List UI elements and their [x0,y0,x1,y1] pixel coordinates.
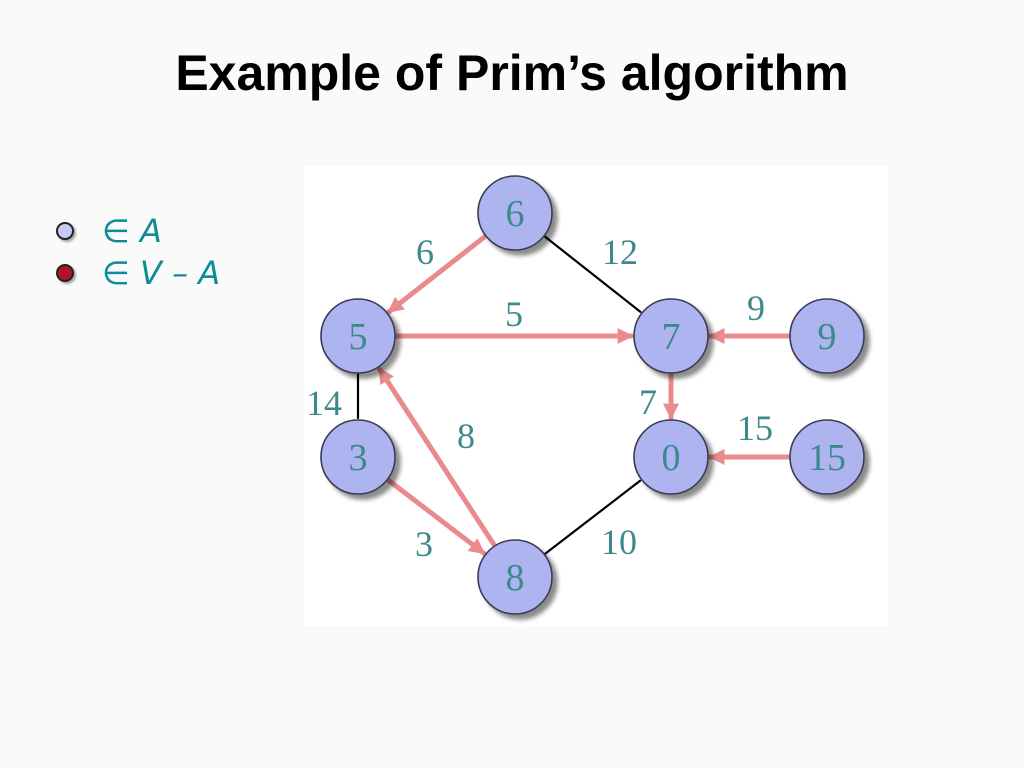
edge-weight-label: 5 [505,294,523,334]
graph-node-15: 15 [789,419,865,495]
edge-weight-label: 10 [601,522,637,562]
graph-node-6: 6 [477,175,553,251]
node-key-label: 5 [349,316,368,358]
legend-item-in-a: ∈ A [56,210,220,252]
edge-weight-label: 3 [415,524,433,564]
graph-panel: 6 12 5 9 14 8 7 15 3 10 6 5 7 9 3 0 15 8 [304,166,888,626]
tree-edge-n3-n8 [383,475,487,556]
node-circle [320,419,396,495]
node-key-label: 0 [662,437,681,479]
node-circle [477,175,553,251]
edge-weight-label: 9 [747,288,765,328]
graph-node-9: 9 [789,298,865,374]
edge-weight-label: 8 [457,416,475,456]
node-circle [633,419,709,495]
node-circle [320,298,396,374]
legend-label-in-a: ∈ A [102,212,162,250]
edge-n6-n7 [541,233,642,313]
node-circle [477,539,553,615]
graph-node-8: 8 [477,539,553,615]
graph-node-0: 0 [633,419,709,495]
edge-weight-label: 15 [737,408,773,448]
light-node-dot-icon [56,222,74,240]
edge-weight-label: 7 [639,382,657,422]
graph-node-7: 7 [633,298,709,374]
node-key-label: 7 [662,316,681,358]
node-circle [789,298,865,374]
tree-edge-n6-n5 [386,232,490,315]
slide-title: Example of Prim’s algorithm [175,45,849,101]
node-key-label: 6 [506,193,525,235]
edge-weight-label: 6 [416,232,434,272]
edge-weight-label: 12 [602,232,638,272]
node-circle [633,298,709,374]
node-circle [789,419,865,495]
tree-edge-n8-n5 [376,366,499,551]
legend-item-in-v-minus-a: ∈ V – A [56,252,220,294]
node-key-label: 15 [808,437,846,479]
node-key-label: 9 [818,316,837,358]
graph-node-3: 3 [320,419,396,495]
graph-diagram: 6 12 5 9 14 8 7 15 3 10 6 5 7 9 3 0 15 8 [306,175,865,615]
edge-n8-n0 [541,479,642,557]
legend-label-in-v-minus-a: ∈ V – A [102,254,221,292]
graph-node-5: 5 [320,298,396,374]
legend: ∈ A ∈ V – A [56,210,220,294]
node-key-label: 8 [506,557,525,599]
edge-weight-label: 14 [306,383,342,423]
dark-node-dot-icon [56,264,74,282]
node-key-label: 3 [349,437,368,479]
